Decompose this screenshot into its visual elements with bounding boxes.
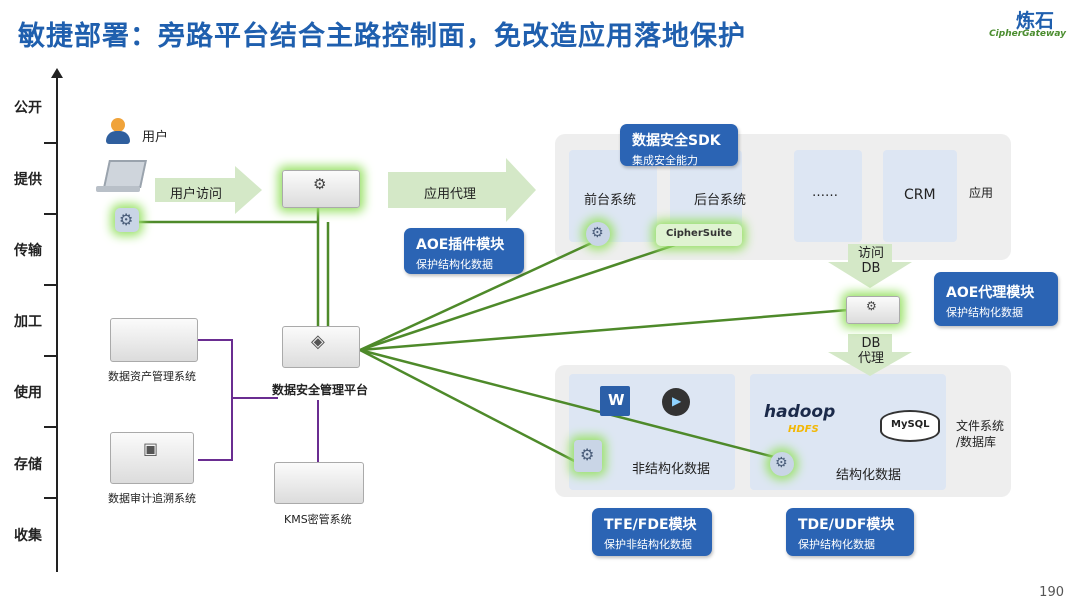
backend-system-label: 后台系统	[694, 193, 747, 208]
stage-label: 公开	[14, 100, 42, 116]
gear-file-icon: ⚙	[574, 440, 602, 472]
platform-label: 数据安全管理平台	[272, 383, 369, 397]
tfe-fde-callout: TFE/FDE模块保护非结构化数据	[592, 508, 712, 556]
line-platform-to-tde	[359, 348, 779, 460]
asset-management-device	[110, 318, 198, 362]
gateway-device: ⚙	[282, 170, 360, 208]
frontend-system-label: 前台系统	[584, 193, 637, 208]
lifecycle-axis	[56, 76, 58, 572]
line-platform-to-sdk	[359, 234, 703, 352]
stage-label: 提供	[14, 172, 42, 188]
axis-tick	[44, 426, 58, 428]
stage-label: 使用	[14, 385, 42, 401]
axis-arrow-icon	[51, 68, 63, 78]
gear-icon: ⚙	[115, 208, 139, 232]
unstructured-data-label: 非结构化数据	[632, 462, 711, 477]
axis-tick	[44, 284, 58, 286]
aoe-plugin-callout: AOE插件模块保护结构化数据	[404, 228, 524, 274]
user-access-label: 用户访问	[170, 187, 223, 202]
audit-device: ▣	[110, 432, 194, 484]
line-platform-to-tfe	[359, 348, 589, 470]
gear-icon: ⚙	[866, 299, 877, 313]
database-icon: ⚙	[770, 452, 794, 476]
aoe-proxy-device: ⚙	[846, 296, 900, 324]
db-proxy-arrow	[828, 334, 912, 376]
structured-data-label: 结构化数据	[836, 468, 902, 483]
ciphersuite-badge: CipherSuite	[656, 224, 742, 246]
audit-label: 数据审计追溯系统	[108, 492, 196, 505]
axis-tick	[44, 213, 58, 215]
hdfs-label: HDFS	[788, 424, 819, 435]
brand-logo: 炼石	[1015, 10, 1054, 32]
kms-label: KMS密管系统	[284, 513, 352, 526]
cube-icon: ▣	[143, 439, 159, 458]
tde-udf-callout: TDE/UDF模块保护结构化数据	[786, 508, 914, 556]
word-doc-icon: W	[600, 386, 630, 416]
kms-device	[274, 462, 364, 504]
database-icon: ⚙	[586, 222, 610, 246]
crm-system-box	[883, 150, 957, 242]
aoe-proxy-callout: AOE代理模块保护结构化数据	[934, 272, 1058, 326]
video-icon: ▶	[662, 388, 690, 416]
db-proxy-label: DB 代理	[857, 336, 884, 366]
crm-label: CRM	[904, 187, 936, 203]
app-proxy-arrow	[388, 158, 536, 222]
asset-management-label: 数据资产管理系统	[108, 370, 196, 383]
line-platform-to-proxy	[359, 308, 849, 352]
other-system-box	[794, 150, 862, 242]
ellipsis-label: ……	[812, 185, 838, 200]
mysql-icon: MySQL	[880, 410, 940, 442]
application-panel-label: 应用	[969, 186, 994, 200]
stage-label: 加工	[14, 314, 42, 330]
user-label: 用户	[142, 130, 169, 145]
user-access-arrow	[155, 166, 262, 214]
app-proxy-label: 应用代理	[424, 187, 477, 202]
storage-panel-label: 文件系统 /数据库	[956, 419, 1005, 449]
layers-icon: ◈	[311, 331, 325, 352]
stage-label: 传输	[14, 243, 42, 259]
gear-icon: ⚙	[313, 175, 327, 193]
axis-tick	[44, 142, 58, 144]
stage-label: 收集	[14, 528, 42, 544]
stage-label: 存储	[14, 457, 42, 473]
line-asset-audit-bracket	[198, 339, 233, 461]
line-platform-to-plugin	[359, 238, 599, 352]
axis-tick	[44, 355, 58, 357]
axis-tick	[44, 497, 58, 499]
hadoop-icon: hadoop	[764, 402, 836, 422]
access-db-arrow	[828, 244, 912, 288]
page-title: 敏捷部署：旁路平台结合主路控制面，免改造应用落地保护	[18, 21, 746, 52]
laptop-icon	[96, 160, 147, 198]
page-number: 190	[1039, 585, 1064, 600]
brand-logo-subtitle: CipherGateway	[989, 29, 1066, 39]
access-db-label: 访问 DB	[857, 246, 884, 276]
platform-device: ◈	[282, 326, 360, 368]
user-icon	[106, 118, 130, 144]
